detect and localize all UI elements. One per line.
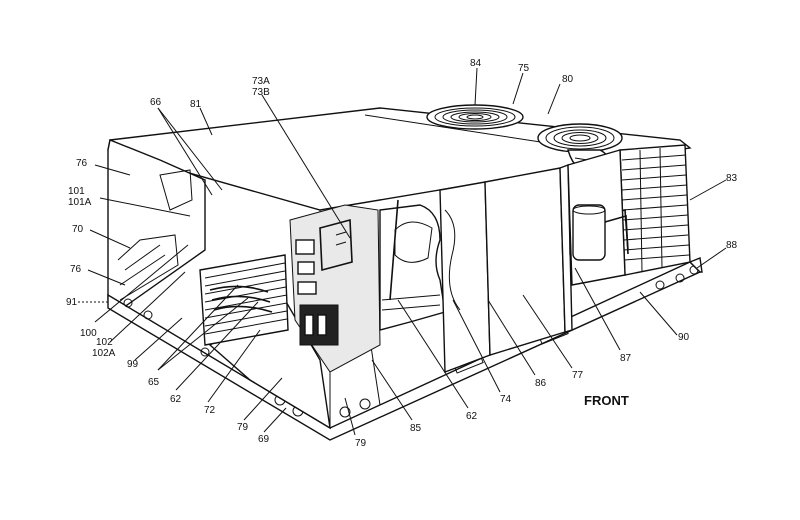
callout-73b: 73B — [252, 87, 270, 98]
callout-81: 81 — [190, 99, 202, 110]
callout-101: 101 — [68, 186, 85, 197]
evaporator-coil — [199, 254, 289, 346]
callout-79-right: 79 — [355, 438, 367, 449]
callout-62-left: 62 — [170, 394, 182, 405]
left-end-panel — [107, 139, 206, 311]
callout-99: 99 — [127, 359, 139, 370]
callout-62-right: 62 — [466, 411, 478, 422]
callout-75: 75 — [518, 63, 530, 74]
callout-88: 88 — [726, 240, 738, 251]
callout-65: 65 — [148, 377, 160, 388]
callout-83: 83 — [726, 173, 738, 184]
condenser-fan-guard — [426, 104, 524, 130]
callout-79-left: 79 — [237, 422, 249, 433]
callout-91: 91 — [66, 297, 78, 308]
callout-101a: 101A — [68, 197, 92, 208]
callout-90: 90 — [678, 332, 690, 343]
callout-84: 84 — [470, 58, 482, 69]
leader-lines — [87, 67, 727, 436]
callout-102: 102 — [96, 337, 113, 348]
callout-76-top: 76 — [76, 158, 88, 169]
callout-85: 85 — [410, 423, 422, 434]
callout-76-mid: 76 — [70, 264, 82, 275]
access-panel-86 — [484, 167, 566, 356]
corner-rail — [688, 257, 703, 273]
callout-labels: 66 81 73A 73B 84 75 80 76 101 101A 70 76… — [66, 58, 738, 449]
callout-80: 80 — [562, 74, 574, 85]
callout-86: 86 — [535, 378, 547, 389]
front-label: FRONT — [584, 393, 629, 408]
callout-74: 74 — [500, 394, 512, 405]
callout-87: 87 — [620, 353, 632, 364]
callout-102a: 102A — [92, 348, 116, 359]
callout-100: 100 — [80, 328, 97, 339]
callout-69: 69 — [258, 434, 270, 445]
fan-guard-second — [537, 123, 623, 153]
callout-70: 70 — [72, 224, 84, 235]
blower-housing — [379, 204, 446, 331]
callout-66: 66 — [150, 97, 162, 108]
access-panel-74 — [439, 181, 491, 374]
callout-73a: 73A — [252, 76, 270, 87]
callout-77: 77 — [572, 370, 584, 381]
condenser-coil — [619, 144, 691, 276]
callout-72: 72 — [204, 405, 216, 416]
